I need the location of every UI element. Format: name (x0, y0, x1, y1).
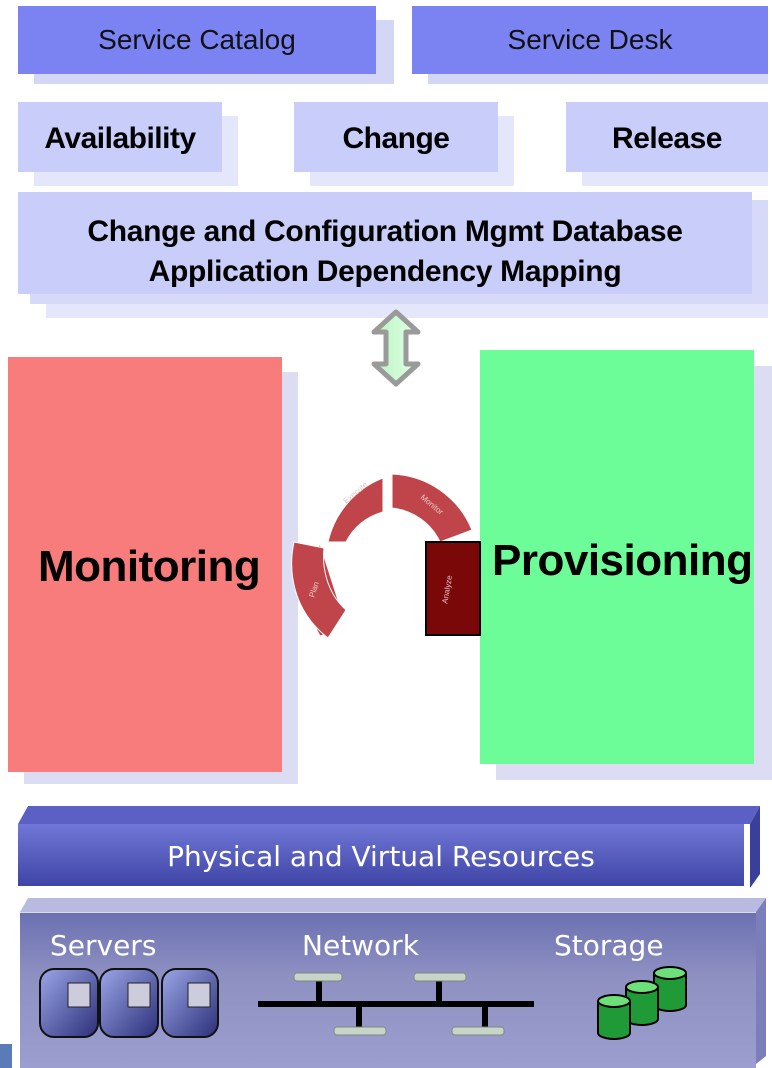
storage-cylinder-icon (597, 966, 687, 1040)
release-box: Release (566, 102, 768, 172)
server-icon (39, 968, 219, 1038)
release-label: Release (612, 122, 722, 155)
provisioning-panel: Provisioning (480, 350, 754, 764)
service-catalog-box: Service Catalog (18, 6, 376, 74)
service-catalog-label: Service Catalog (98, 24, 296, 55)
cmdb-box: Change and Configuration Mgmt Database A… (18, 192, 752, 294)
double-arrow-icon (371, 309, 421, 387)
storage-label: Storage (554, 929, 664, 962)
analyze-block: Analyze (425, 541, 481, 636)
resources-box-3d (20, 898, 766, 1064)
cycle-diagram: Execute Monitor Plan (291, 473, 473, 639)
monitor-arc (391, 473, 473, 543)
resources-bar-3d (18, 806, 760, 888)
resources-box: Servers Network Storage (20, 912, 756, 1068)
monitoring-label: Monitoring (38, 542, 261, 591)
service-desk-box: Service Desk (412, 6, 768, 74)
provisioning-label: Provisioning (492, 536, 753, 585)
change-box: Change (294, 102, 498, 172)
cmdb-line2: Application Dependency Mapping (148, 255, 622, 288)
execute-arc (327, 477, 384, 543)
change-label: Change (342, 122, 450, 155)
availability-box: Availability (18, 102, 222, 172)
servers-label: Servers (50, 929, 157, 962)
corner-accent (0, 1044, 12, 1068)
resources-bar: Physical and Virtual Resources (18, 824, 744, 886)
network-switch-icon (258, 972, 534, 1036)
cmdb-line1: Change and Configuration Mgmt Database (87, 215, 683, 248)
network-label: Network (302, 929, 419, 962)
resources-title: Physical and Virtual Resources (167, 840, 595, 873)
service-desk-label: Service Desk (507, 24, 673, 55)
analyze-label: Analyze (440, 574, 455, 605)
monitoring-panel: Monitoring (8, 357, 282, 772)
availability-label: Availability (44, 122, 196, 155)
